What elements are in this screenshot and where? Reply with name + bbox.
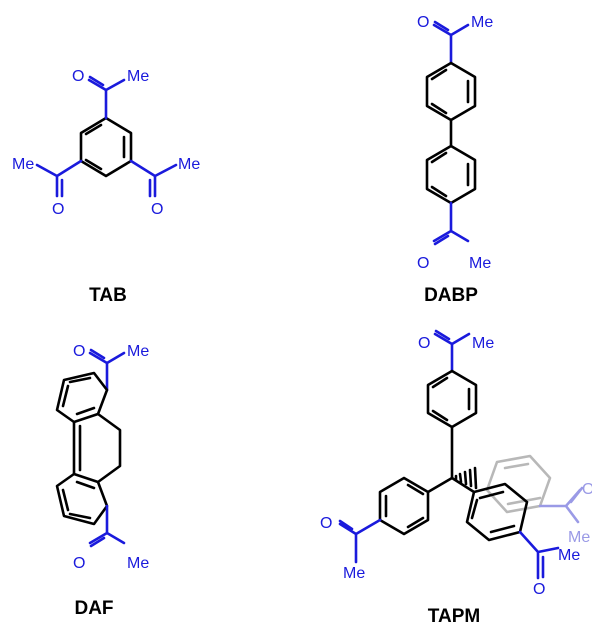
- compound-name-tapm: TAPM: [428, 606, 480, 626]
- tapm-methyl-front: Me: [558, 547, 580, 564]
- tab-acetyl-left: O Me: [12, 156, 83, 218]
- tab-methyl-left: Me: [12, 156, 34, 173]
- tapm-acetyl-left: O Me: [320, 515, 382, 582]
- dabp-ring-upper: [425, 61, 477, 122]
- dabp-ring-lower: [425, 144, 477, 205]
- tab-oxygen-top: O: [72, 68, 84, 85]
- daf-methyl-bottom: Me: [127, 555, 149, 572]
- dabp-methyl-top: Me: [471, 14, 493, 31]
- tapm-oxygen-left: O: [320, 515, 332, 532]
- daf-acetyl-bottom: O Me: [73, 504, 149, 572]
- tapm-methyl-top: Me: [472, 335, 494, 352]
- tapm-ring-left: [378, 476, 454, 536]
- compound-daf: O Me O Me DAF: [55, 343, 149, 619]
- daf-acetyl-top: O Me: [73, 343, 149, 392]
- tab-methyl-right: Me: [178, 156, 200, 173]
- dabp-acetyl-bottom: O Me: [417, 201, 491, 272]
- tapm-oxygen-ghost: O: [582, 481, 592, 498]
- compound-name-tab: TAB: [89, 285, 127, 306]
- tapm-acetyl-top: O Me: [418, 329, 494, 373]
- compound-tab: O Me O Me O Me TAB: [12, 68, 200, 306]
- tapm-methyl-ghost: Me: [568, 529, 590, 546]
- compound-name-dabp: DABP: [424, 285, 478, 306]
- tapm-oxygen-top: O: [418, 335, 430, 352]
- tapm-ring-front: [450, 476, 529, 542]
- dabp-oxygen-bottom: O: [417, 255, 429, 272]
- tab-methyl-top: Me: [127, 68, 149, 85]
- daf-five-ring: [72, 412, 122, 484]
- compound-dabp: O Me O Me DABP: [417, 14, 493, 306]
- daf-oxygen-top: O: [73, 343, 85, 360]
- tapm-ring-rear-ghost: O Me: [485, 454, 592, 546]
- tab-oxygen-left: O: [52, 201, 64, 218]
- compound-tapm: O Me O Me: [320, 329, 592, 626]
- tapm-oxygen-front: O: [533, 581, 545, 598]
- tapm-acetyl-front: O Me: [518, 530, 580, 598]
- tab-benzene-ring: [79, 116, 133, 178]
- tab-oxygen-right: O: [151, 201, 163, 218]
- daf-methyl-top: Me: [127, 343, 149, 360]
- compound-name-daf: DAF: [74, 598, 113, 619]
- tapm-ring-top: [426, 369, 478, 429]
- tab-acetyl-top: O Me: [72, 68, 149, 120]
- dabp-acetyl-top: O Me: [417, 14, 493, 65]
- tapm-methyl-left: Me: [343, 565, 365, 582]
- daf-ring-lower: [55, 472, 109, 526]
- tapm-hashed-wedge: [454, 466, 478, 490]
- dabp-oxygen-top: O: [417, 14, 429, 31]
- daf-oxygen-bottom: O: [73, 555, 85, 572]
- dabp-methyl-bottom: Me: [469, 255, 491, 272]
- tab-acetyl-right: O Me: [129, 156, 200, 218]
